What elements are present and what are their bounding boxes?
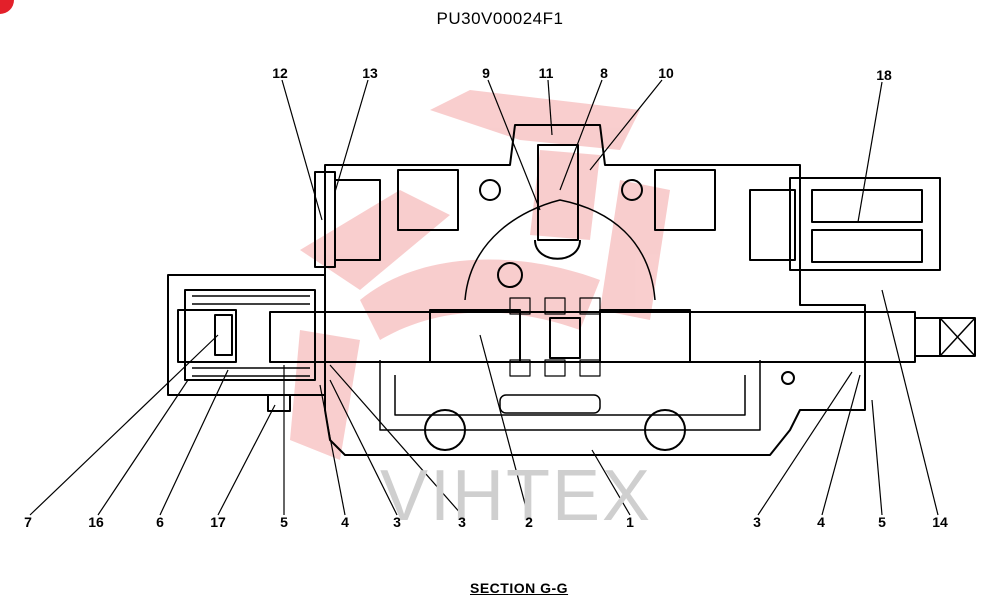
bore-hole (781, 371, 795, 385)
bore-hole (644, 409, 686, 451)
watermark-emblem (290, 90, 670, 460)
callout-14: 16 (88, 514, 104, 530)
callout-6: 5 (280, 514, 288, 530)
bore-hole (424, 409, 466, 451)
callout-15: 17 (210, 514, 226, 530)
callout-3: 3 (458, 514, 466, 530)
part-code-title: PU30V00024F1 (436, 9, 564, 28)
callout-17: 13 (362, 65, 378, 81)
spool-rod (269, 311, 916, 363)
bore-hole (479, 179, 501, 201)
check-valve-body (537, 144, 579, 241)
spool-land (599, 309, 691, 363)
bore-hole (497, 262, 523, 288)
callout-18: 18 (876, 67, 892, 83)
section-label: SECTION G-G (470, 580, 569, 596)
watermark-text: VIHTEX (380, 456, 653, 536)
spool-land (549, 317, 581, 359)
callout-4-right: 4 (817, 514, 825, 530)
spring-coils (192, 295, 310, 377)
spool-land (429, 309, 521, 363)
leader-lines (29, 79, 939, 516)
spring-housing-left (167, 274, 326, 396)
callout-5-right: 5 (878, 514, 886, 530)
callout-4: 3 (393, 514, 401, 530)
callout-9: 8 (600, 65, 608, 81)
callout-2: 2 (525, 514, 533, 530)
spring-chamber (184, 289, 316, 381)
callout-10: 9 (482, 65, 490, 81)
callout-8: 7 (24, 514, 32, 530)
callout-11: 10 (658, 65, 674, 81)
callout-3-right: 3 (753, 514, 761, 530)
callout-7: 6 (156, 514, 164, 530)
end-plug (177, 309, 237, 363)
callout-5: 4 (341, 514, 349, 530)
passage-lines (464, 199, 656, 301)
bore-hole (621, 179, 643, 201)
callout-12: 11 (538, 65, 554, 81)
callout-13: 14 (932, 514, 948, 530)
callout-1: 1 (626, 514, 634, 530)
port-upper-right (654, 169, 716, 231)
port-upper-left (397, 169, 459, 231)
callout-16: 12 (272, 65, 288, 81)
